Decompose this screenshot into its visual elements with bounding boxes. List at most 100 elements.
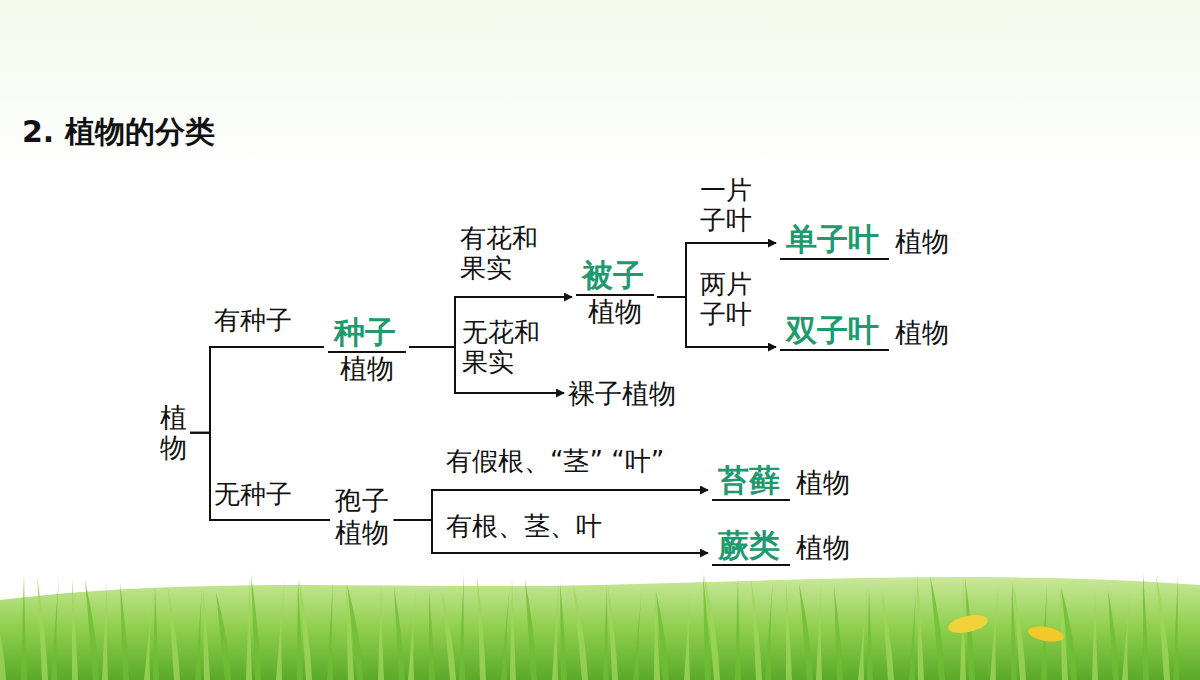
grass-blade: [1122, 592, 1130, 680]
node-text: 植物: [790, 532, 850, 566]
grass-blade: [327, 581, 333, 680]
grass-blade: [347, 584, 363, 680]
grass-blade: [1092, 589, 1098, 680]
grass-blade: [1011, 581, 1017, 680]
node-text: 植物: [160, 403, 187, 462]
grass-blade: [144, 585, 154, 680]
category-node: 植物: [160, 403, 187, 462]
node-text: 植物: [790, 467, 850, 501]
leaf: [947, 612, 989, 636]
grass-blade: [299, 580, 312, 680]
answer-text: 蕨类: [712, 527, 790, 566]
grass-blade: [459, 573, 465, 680]
grass-ground: [0, 577, 1200, 680]
grass-blade: [786, 582, 792, 680]
grass-blade: [102, 582, 108, 680]
grass-blade: [246, 574, 252, 680]
grass-blade: [378, 586, 384, 680]
grass-blade: [917, 574, 924, 680]
node-text: 植物: [889, 226, 949, 260]
edge-label: 无种子: [214, 480, 292, 510]
grass-blade: [560, 582, 567, 680]
edge-label: 有根、茎、叶: [446, 512, 602, 542]
grass-blade: [603, 585, 609, 680]
connector: [190, 433, 330, 520]
grass-blade: [1013, 583, 1026, 680]
node-text: 植物: [889, 317, 949, 351]
grass-blade: [203, 591, 210, 680]
category-node: 孢子 植物: [334, 485, 391, 550]
grass-blade: [608, 587, 618, 680]
answer-text: 种子: [328, 314, 406, 353]
grass-blade: [990, 580, 999, 680]
grass-blade: [0, 593, 6, 680]
connector: [190, 347, 324, 433]
grass-blade: [408, 589, 416, 680]
grass-blade: [1143, 573, 1149, 680]
grass-blade: [510, 578, 516, 680]
grass-blade: [867, 589, 873, 680]
grass-blade: [276, 577, 285, 680]
grass-blade: [799, 583, 813, 680]
answer-text: 双子叶: [780, 312, 889, 351]
grass-blade: [1156, 575, 1170, 680]
category-node: 蕨类植物: [712, 527, 850, 566]
node-text: 裸子植物: [568, 378, 676, 410]
edge-label: 有假根、“茎” “叶”: [446, 447, 664, 477]
grass-blade: [1108, 590, 1119, 680]
grass-blade: [51, 577, 59, 680]
category-node: 单子叶植物: [780, 221, 949, 260]
grass-blade: [834, 586, 843, 680]
grass-blade: [72, 579, 78, 680]
category-node: 苔藓植物: [712, 462, 850, 501]
node-text: 孢子 植物: [334, 485, 391, 550]
grass-blade: [1061, 587, 1077, 680]
grass-blade: [552, 581, 559, 680]
grass-blade: [633, 588, 642, 680]
leaf: [1027, 624, 1065, 644]
category-node: 双子叶植物: [780, 312, 949, 351]
grass-blade: [501, 576, 511, 680]
edge-label: 一片 子叶: [700, 176, 755, 236]
edge-label: 两片 子叶: [700, 270, 755, 330]
grass-blade: [21, 574, 27, 680]
grass-blade: [168, 588, 180, 680]
grass-blade: [120, 583, 129, 680]
grass-blade: [684, 593, 690, 680]
grass-blade: [251, 575, 261, 680]
grass-blade: [573, 584, 588, 680]
edge-label: 有花和 果实: [460, 224, 541, 284]
title: 2. 植物的分类: [22, 112, 215, 153]
grass-blade: [429, 590, 435, 680]
grass-blade: [442, 592, 456, 680]
node-text: 植物: [340, 353, 394, 385]
grass-blade: [909, 592, 916, 680]
node-text: 植物: [588, 296, 642, 328]
category-node: 裸子植物: [568, 378, 676, 410]
grass-blades: [0, 573, 1179, 680]
grass-blade: [735, 577, 741, 680]
grass-blade: [816, 585, 822, 680]
grass-blade: [297, 578, 303, 680]
grass-blade: [85, 580, 99, 680]
edge-label: 无花和 果实: [462, 318, 543, 378]
grass-blade: [1173, 576, 1179, 680]
grass-blade: [882, 591, 894, 680]
grass-blade: [216, 592, 231, 680]
grass-blade: [858, 588, 868, 680]
answer-text: 单子叶: [780, 221, 889, 260]
category-node: 被子植物: [576, 257, 654, 329]
grass-blade: [394, 587, 405, 680]
edge-label: 有种子: [214, 306, 292, 336]
grass-blade: [153, 586, 159, 680]
answer-text: 苔藓: [712, 462, 790, 501]
grass-blade: [477, 575, 486, 680]
grass-blade: [656, 591, 669, 680]
grass-blade: [704, 576, 720, 680]
answer-text: 被子: [576, 257, 654, 296]
grass-blade: [525, 579, 537, 680]
grass-blade: [37, 576, 48, 680]
